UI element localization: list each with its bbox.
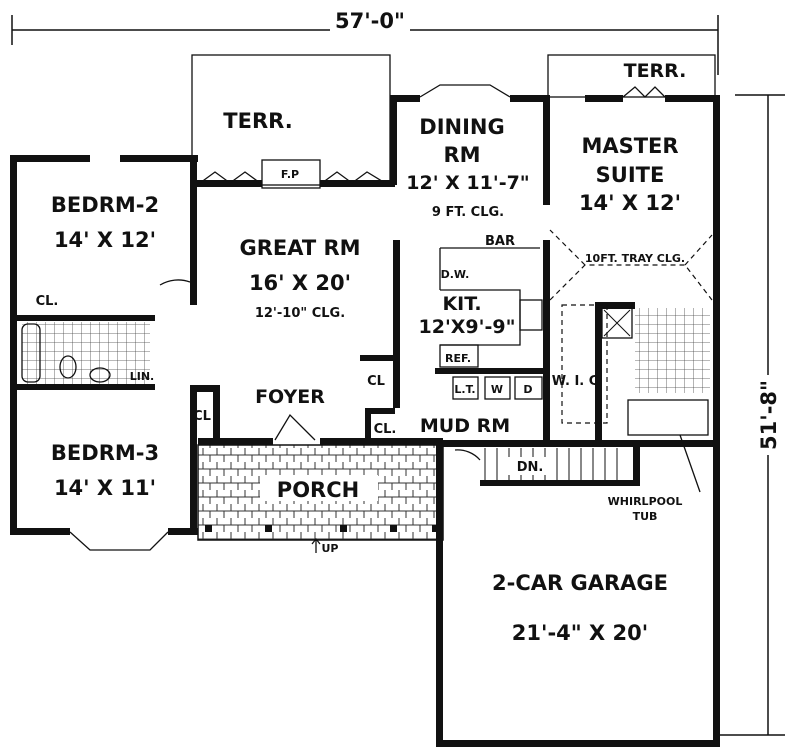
dining-name-2: RM xyxy=(443,143,480,167)
terrace-left-label: TERR. xyxy=(223,109,292,133)
master-size: 14' X 12' xyxy=(579,191,681,215)
dryer-label: D xyxy=(523,383,532,396)
closet-mud-label: CL. xyxy=(374,422,397,437)
tray-ceiling xyxy=(549,229,713,301)
closet-bed3-label: CL xyxy=(193,409,211,424)
bar-label: BAR xyxy=(485,234,515,249)
porch-label: PORCH xyxy=(277,478,359,502)
stairs xyxy=(484,448,618,480)
laundry-tub xyxy=(452,376,479,400)
width-label: 57'-0" xyxy=(335,9,405,33)
master-bath-tile xyxy=(635,308,710,393)
bedroom2-name: BEDRM-2 xyxy=(51,193,159,217)
stairs-down-label: DN. xyxy=(517,460,544,475)
dining-size: 12' X 11'-7" xyxy=(406,172,529,194)
bathtub xyxy=(21,323,41,383)
toilet xyxy=(59,355,77,379)
master-name-1: MASTER xyxy=(581,134,678,158)
garage-size: 21'-4" X 20' xyxy=(512,621,648,645)
wic-shelving xyxy=(561,304,608,424)
porch-posts xyxy=(205,525,439,532)
bedroom3-size: 14' X 11' xyxy=(54,476,156,500)
steps-up-label: UP xyxy=(322,542,339,555)
fireplace-label: F.P xyxy=(281,168,299,181)
bedroom3-name: BEDRM-3 xyxy=(51,441,159,465)
dryer xyxy=(514,376,543,400)
sink xyxy=(89,367,111,383)
bedroom2-size: 14' X 12' xyxy=(54,228,156,252)
bath-2-tile xyxy=(22,322,150,384)
up-arrow-icon xyxy=(311,537,321,553)
depth-label: 51'-8" xyxy=(757,380,781,450)
kitchen-name: KIT. xyxy=(442,293,481,315)
kitchen-size: 12'X9'-9" xyxy=(419,316,516,338)
whirlpool-leader xyxy=(679,434,701,493)
washer-label: W xyxy=(491,383,503,396)
linen-label: LIN. xyxy=(130,370,155,383)
great-room-ceiling: 12'-10" CLG. xyxy=(255,306,345,321)
walls xyxy=(10,95,720,747)
refrigerator xyxy=(439,344,479,368)
master-ceiling: 10FT. TRAY CLG. xyxy=(585,252,685,265)
foyer-label: FOYER xyxy=(255,386,325,408)
shower xyxy=(601,307,633,339)
whirlpool-tub xyxy=(627,399,709,436)
bay-window xyxy=(69,531,169,551)
mud-room-label: MUD RM xyxy=(420,415,510,437)
closet-bed2-label: CL. xyxy=(36,294,59,309)
fireplace xyxy=(261,159,321,189)
master-name-2: SUITE xyxy=(596,163,665,187)
dining-ceiling: 9 FT. CLG. xyxy=(432,205,504,220)
whirlpool-label-2: TUB xyxy=(633,510,658,523)
width-dimension: 57'-0" xyxy=(11,8,719,75)
laundry-tub-label: L.T. xyxy=(454,383,475,396)
whirlpool-label-1: WHIRLPOOL xyxy=(608,495,683,508)
great-room-size: 16' X 20' xyxy=(249,271,351,295)
range xyxy=(519,299,543,331)
washer xyxy=(484,376,511,400)
garage-name: 2-CAR GARAGE xyxy=(492,571,668,595)
great-room-name: GREAT RM xyxy=(239,236,360,260)
terrace-right xyxy=(547,54,716,98)
terrace-right-label: TERR. xyxy=(624,60,687,82)
wic-label: W. I. C xyxy=(552,374,599,389)
closet-foyer-label: CL xyxy=(367,374,385,389)
refrigerator-label: REF. xyxy=(445,352,471,365)
doors xyxy=(159,84,666,461)
dishwasher-label: D.W. xyxy=(441,268,470,281)
dining-name-1: DINING xyxy=(419,115,504,139)
depth-dimension: 51'-8" xyxy=(720,94,785,736)
